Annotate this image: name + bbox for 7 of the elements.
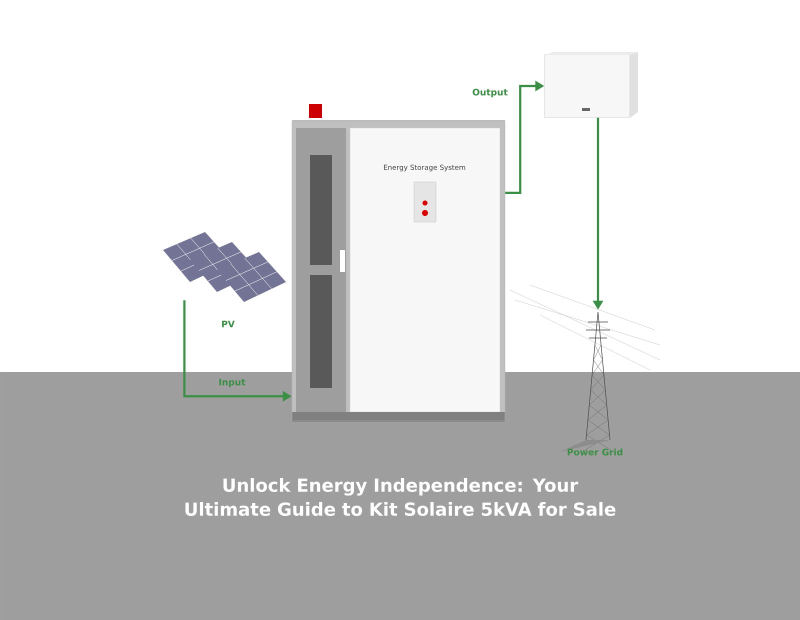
inverter-box (544, 52, 638, 118)
banner-title: Unlock Energy Independence: Your Ultimate Guide to Kit Solaire 5kVA for Sale (185, 478, 616, 516)
node-caption: PV (222, 320, 235, 328)
node-caption: Power Grid (568, 448, 622, 456)
edge-label: Output (472, 88, 508, 98)
solar-panel-drawing (163, 232, 286, 302)
edge-label: Input (219, 378, 246, 388)
